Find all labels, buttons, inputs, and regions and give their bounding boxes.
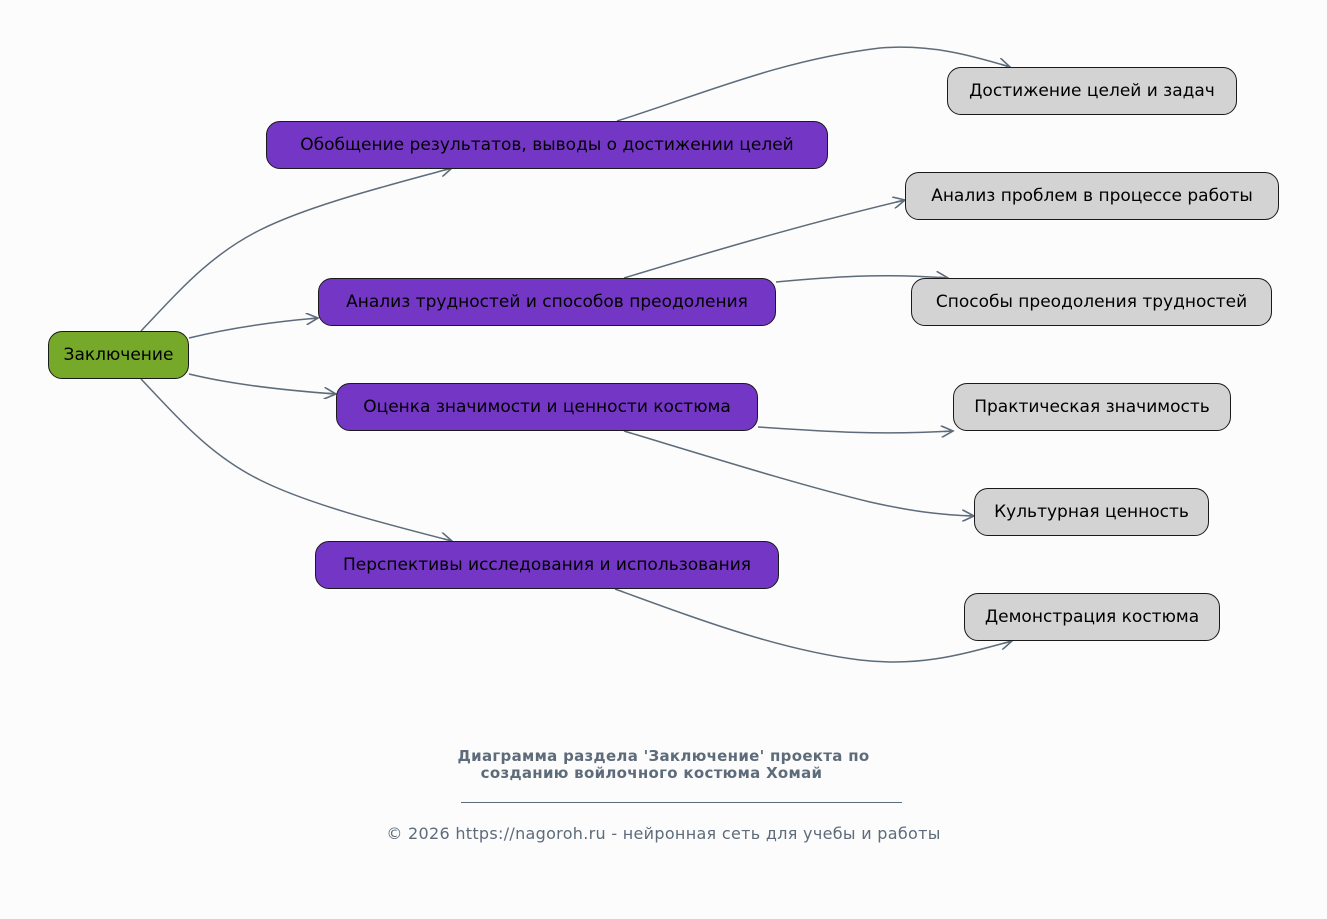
edge-root-b4 [140, 378, 452, 541]
node-label: Анализ проблем в процессе работы [931, 186, 1253, 206]
node-label: Способы преодоления трудностей [935, 292, 1248, 312]
edge-root-b2 [188, 318, 318, 339]
diagram-title-line2: созданию войлочного костюма Хомай [480, 764, 823, 782]
node-label: Обобщение результатов, выводы о достижен… [300, 135, 794, 155]
node-label: Заключение [63, 345, 174, 365]
diagram-title: Диаграмма раздела 'Заключение' проекта п… [0, 748, 1327, 782]
edge-root-b1 [140, 168, 452, 332]
node-branch-results: Обобщение результатов, выводы о достижен… [266, 121, 828, 169]
node-branch-value: Оценка значимости и ценности костюма [336, 383, 758, 431]
node-label: Культурная ценность [994, 502, 1189, 522]
node-label: Достижение целей и задач [969, 81, 1215, 101]
node-leaf-goals: Достижение целей и задач [947, 67, 1237, 115]
edge-b3-l5 [623, 430, 974, 516]
edge-b4-l6 [614, 588, 1012, 663]
edge-b2-l3 [775, 276, 948, 282]
node-root-zaklyuchenie: Заключение [48, 331, 189, 379]
node-branch-perspectives: Перспективы исследования и использования [315, 541, 779, 589]
caption-divider [461, 802, 902, 803]
node-label: Анализ трудностей и способов преодоления [346, 292, 748, 312]
edge-b3-l4 [757, 427, 953, 433]
edge-root-b3 [188, 373, 336, 394]
node-leaf-cultural: Культурная ценность [974, 488, 1209, 536]
copyright-footer: © 2026 https://nagoroh.ru - нейронная се… [386, 824, 941, 843]
edge-b2-l2 [623, 200, 905, 279]
node-leaf-practical: Практическая значимость [953, 383, 1231, 431]
diagram-title-line1: Диаграмма раздела 'Заключение' проекта п… [457, 747, 870, 765]
node-label: Оценка значимости и ценности костюма [363, 397, 731, 417]
node-leaf-overcoming: Способы преодоления трудностей [911, 278, 1272, 326]
node-leaf-problems: Анализ проблем в процессе работы [905, 172, 1279, 220]
edge-b1-l1 [616, 46, 1010, 122]
node-label: Перспективы исследования и использования [343, 555, 751, 575]
node-leaf-demonstration: Демонстрация костюма [964, 593, 1220, 641]
node-label: Демонстрация костюма [984, 607, 1200, 627]
node-branch-difficulties: Анализ трудностей и способов преодоления [318, 278, 776, 326]
node-label: Практическая значимость [974, 397, 1210, 417]
